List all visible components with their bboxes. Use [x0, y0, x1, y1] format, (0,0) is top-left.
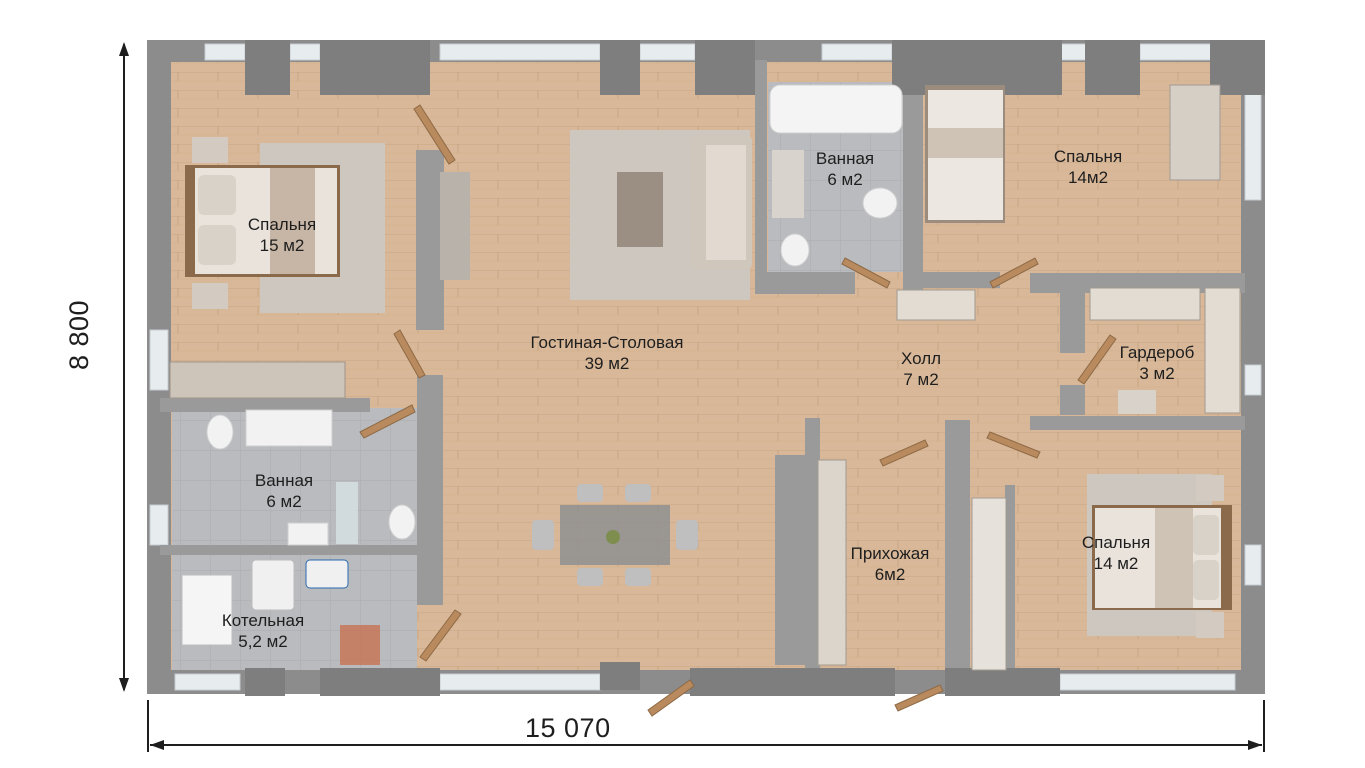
bed-left — [185, 165, 340, 277]
pump — [305, 559, 349, 589]
room-label-bedroom-top-right: Спальня 14м2 — [1054, 146, 1122, 188]
room-area: 15 м2 — [259, 236, 305, 255]
desk — [1169, 84, 1221, 181]
nightstand — [1196, 475, 1224, 501]
shoe-cabinet — [817, 459, 847, 666]
water-heater — [251, 559, 295, 611]
closet-rails — [971, 497, 1007, 671]
hall-console — [896, 289, 976, 321]
room-name: Ванная — [815, 149, 875, 168]
dimension-height: 8 800 — [64, 299, 94, 370]
toilet — [862, 187, 898, 219]
closet-shelves — [1089, 287, 1201, 321]
toilet — [780, 233, 810, 267]
room-name: Спальня — [1053, 147, 1123, 166]
sink-small — [287, 522, 329, 546]
room-area: 3 м2 — [1139, 364, 1175, 383]
ottoman — [1118, 390, 1156, 414]
room-label-boiler-room: Котельная 5,2 м2 — [222, 610, 304, 652]
room-label-bedroom-left: Спальня 15 м2 — [248, 214, 316, 256]
toilet — [388, 504, 416, 540]
bed-bottom-right — [1092, 505, 1232, 610]
dimension-lines — [119, 42, 1265, 752]
room-area: 14 м2 — [1093, 554, 1139, 573]
room-name: Спальня — [247, 215, 317, 234]
bathtub — [769, 84, 903, 134]
room-name: Холл — [900, 349, 942, 368]
vanity — [245, 409, 333, 447]
room-area: 5,2 м2 — [238, 632, 288, 651]
room-label-bedroom-bottom-right: Спальня 14 м2 — [1082, 532, 1150, 574]
nightstand — [192, 137, 228, 163]
room-area: 7 м2 — [903, 370, 939, 389]
room-label-bathroom-top: Ванная 6 м2 — [816, 148, 874, 190]
room-area: 14м2 — [1067, 168, 1109, 187]
room-name: Ванная — [254, 471, 314, 490]
sofa — [690, 135, 752, 270]
closet-shelves — [1204, 287, 1241, 414]
nightstand — [192, 283, 228, 309]
room-area: 39 м2 — [584, 354, 630, 373]
room-label-hallway: Прихожая 6м2 — [851, 543, 930, 585]
room-name: Гардероб — [1119, 343, 1195, 362]
room-area: 6 м2 — [827, 170, 863, 189]
room-name: Котельная — [221, 611, 305, 630]
room-label-hall: Холл 7 м2 — [901, 348, 941, 390]
dining-table — [532, 484, 698, 586]
bed-top-right — [925, 85, 1005, 223]
tv-unit — [440, 172, 470, 280]
manifold — [340, 625, 380, 665]
wardrobe-left — [169, 361, 346, 399]
room-label-wardrobe: Гардероб 3 м2 — [1120, 342, 1195, 384]
room-area: 6 м2 — [266, 492, 302, 511]
nightstand — [1196, 612, 1224, 638]
interior-walls — [160, 60, 1245, 670]
boiler — [181, 574, 233, 646]
room-name: Прихожая — [850, 544, 930, 563]
shower-glass — [336, 482, 358, 544]
room-name: Гостиная-Столовая — [530, 333, 684, 352]
dimension-width: 15 070 — [525, 713, 611, 743]
room-name: Спальня — [1081, 533, 1151, 552]
coffee-table — [617, 172, 663, 247]
toilet — [206, 414, 234, 450]
room-label-living-dining: Гостиная-Столовая 39 м2 — [530, 332, 683, 374]
room-label-bathroom-left: Ванная 6 м2 — [255, 470, 313, 512]
sink-top — [772, 150, 804, 218]
doors — [359, 104, 1117, 717]
room-area: 6м2 — [874, 565, 906, 584]
